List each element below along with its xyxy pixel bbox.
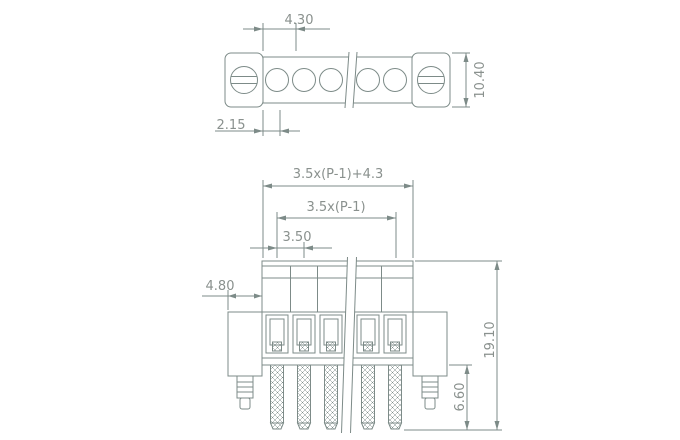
mounting-flange-right — [412, 311, 448, 410]
mounting-screw-tip — [239, 397, 251, 410]
terminal-cavity — [383, 314, 407, 354]
arrowhead — [404, 183, 413, 189]
solder-pin — [269, 364, 285, 430]
dimension-arrows — [228, 26, 500, 430]
mounting-flange-left — [227, 311, 263, 410]
arrowhead — [464, 365, 470, 374]
terminal-cavity — [265, 314, 289, 354]
dim-label-flange-offset: 4.80 — [206, 279, 235, 294]
terminal-circle — [356, 68, 380, 92]
terminal-circle — [319, 68, 343, 92]
solder-pin — [323, 364, 339, 430]
arrowhead — [254, 128, 263, 134]
arrowhead — [254, 293, 262, 299]
dim-label-pitch-span: 3.5x(P-1) — [306, 200, 365, 215]
arrowhead — [494, 421, 500, 430]
arrowhead — [277, 215, 286, 221]
arrowhead — [304, 245, 313, 251]
break-mark-top-view — [344, 51, 358, 109]
dim-label-bottom-offset: 2.15 — [217, 118, 246, 133]
dimension-labels: 4.30 2.15 10.40 3.5x(P-1)+4.3 3.5x(P-1) … — [206, 13, 498, 411]
solder-pin — [360, 364, 376, 430]
arrowhead — [268, 245, 277, 251]
terminal-cavity — [356, 314, 380, 354]
dim-label-top-width: 4.30 — [285, 13, 314, 28]
front-view — [227, 256, 448, 434]
arrowhead — [463, 53, 469, 62]
terminal-circle — [265, 68, 289, 92]
arrowhead — [280, 128, 289, 134]
mounting-screw-tip — [424, 397, 436, 410]
arrowhead — [254, 26, 263, 32]
break-mark-front-view — [341, 256, 357, 434]
dim-label-single-pitch: 3.50 — [283, 230, 312, 245]
arrowhead — [387, 215, 396, 221]
top-view — [224, 51, 451, 109]
terminal-circle — [292, 68, 316, 92]
flange-screw-left — [230, 66, 258, 94]
arrowhead — [263, 183, 272, 189]
terminal-cavity — [319, 314, 343, 354]
arrowhead — [296, 26, 305, 32]
flange-screw-right — [417, 66, 445, 94]
dim-label-total-height: 19.10 — [483, 321, 498, 358]
arrowhead — [464, 421, 470, 430]
dim-label-overall-width: 3.5x(P-1)+4.3 — [293, 167, 384, 182]
terminal-cavity — [292, 314, 316, 354]
solder-pin — [296, 364, 312, 430]
dim-label-side-height: 10.40 — [473, 61, 488, 98]
arrowhead — [228, 293, 236, 299]
terminal-circle — [383, 68, 407, 92]
solder-pin — [387, 364, 403, 430]
top-view-body — [262, 56, 413, 104]
dim-label-pin-length: 6.60 — [453, 383, 468, 412]
arrowhead — [494, 261, 500, 270]
arrowhead — [463, 98, 469, 107]
